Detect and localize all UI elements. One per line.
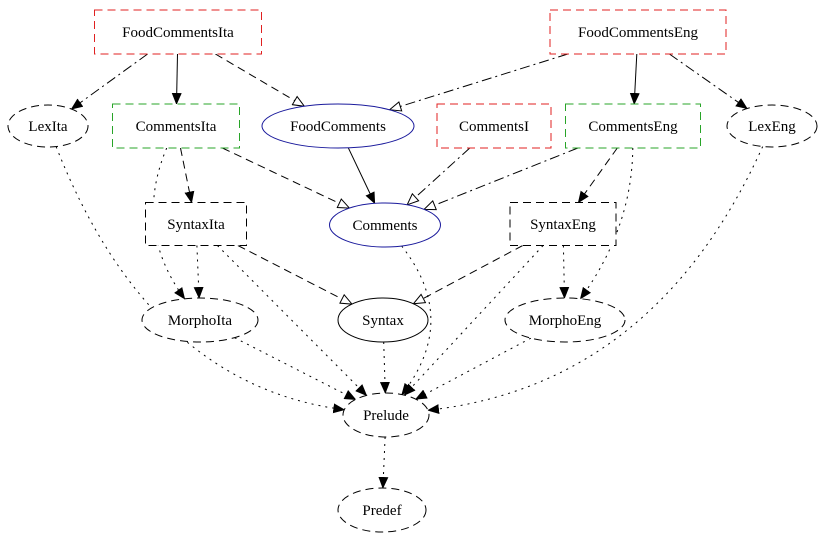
- node-label-Syntax: Syntax: [362, 313, 404, 329]
- node-shape-SyntaxEng: [509, 202, 617, 246]
- node-label-FoodComments: FoodComments: [290, 119, 386, 135]
- edge-MorphoIta-Prelude: [234, 337, 357, 400]
- node-shape-Syntax: [337, 297, 429, 343]
- edge-CommentsEng-Comments: [424, 147, 579, 209]
- node-shape-LexIta: [7, 104, 89, 148]
- node-label-CommentsIta: CommentsIta: [136, 119, 217, 135]
- node-MorphoIta: MorphoIta: [141, 297, 259, 343]
- node-label-MorphoIta: MorphoIta: [168, 313, 232, 329]
- node-shape-FoodCommentsIta: [94, 9, 262, 55]
- node-Comments: Comments: [329, 202, 441, 248]
- node-FoodCommentsIta: FoodCommentsIta: [94, 9, 262, 55]
- node-shape-FoodComments: [261, 103, 415, 149]
- node-shape-LexEng: [726, 104, 818, 148]
- node-label-FoodCommentsIta: FoodCommentsIta: [122, 25, 234, 41]
- edges-layer: [55, 53, 764, 489]
- edge-FoodCommentsEng-CommentsEng: [629, 53, 640, 105]
- node-LexEng: LexEng: [726, 104, 818, 148]
- node-CommentsI: CommentsI: [436, 103, 552, 149]
- node-MorphoEng: MorphoEng: [504, 297, 626, 343]
- edge-LexEng-Prelude: [427, 146, 764, 415]
- edge-SyntaxIta-Syntax: [237, 245, 352, 305]
- edge-SyntaxIta-Prelude: [217, 245, 368, 397]
- edge-SyntaxEng-MorphoEng: [559, 245, 570, 299]
- node-label-LexIta: LexIta: [28, 119, 67, 135]
- node-shape-FoodCommentsEng: [549, 9, 727, 55]
- node-label-LexEng: LexEng: [748, 119, 796, 135]
- node-SyntaxEng: SyntaxEng: [509, 202, 617, 246]
- edge-FoodCommentsIta-CommentsIta: [171, 53, 182, 105]
- node-Predef: Predef: [337, 487, 427, 533]
- node-label-SyntaxEng: SyntaxEng: [530, 217, 596, 233]
- node-shape-SyntaxIta: [145, 202, 247, 246]
- node-Prelude: Prelude: [342, 392, 430, 438]
- edge-FoodCommentsEng-LexEng: [669, 53, 748, 110]
- node-label-CommentsI: CommentsI: [459, 119, 529, 135]
- edge-FoodCommentsIta-FoodComments: [215, 53, 304, 106]
- edge-CommentsIta-Comments: [222, 147, 349, 208]
- edge-CommentsEng-SyntaxEng: [577, 147, 618, 204]
- edge-Syntax-Prelude: [379, 341, 390, 394]
- node-label-Prelude: Prelude: [363, 408, 409, 424]
- node-CommentsIta: CommentsIta: [112, 103, 240, 149]
- node-Syntax: Syntax: [337, 297, 429, 343]
- edge-CommentsI-Comments: [407, 147, 471, 205]
- node-SyntaxIta: SyntaxIta: [145, 202, 247, 246]
- edge-FoodComments-Comments: [347, 147, 376, 205]
- node-FoodCommentsEng: FoodCommentsEng: [549, 9, 727, 55]
- edge-MorphoEng-Prelude: [414, 337, 532, 400]
- node-shape-MorphoEng: [504, 297, 626, 343]
- edge-FoodCommentsEng-FoodComments: [390, 53, 568, 110]
- edge-Comments-Prelude: [401, 245, 432, 396]
- node-shape-CommentsIta: [112, 103, 240, 149]
- node-shape-Predef: [337, 487, 427, 533]
- node-label-SyntaxIta: SyntaxIta: [167, 217, 225, 233]
- edge-CommentsIta-SyntaxIta: [180, 147, 195, 204]
- node-shape-MorphoIta: [141, 297, 259, 343]
- node-FoodComments: FoodComments: [261, 103, 415, 149]
- node-shape-CommentsI: [436, 103, 552, 149]
- node-shape-CommentsEng: [565, 103, 701, 149]
- edge-SyntaxIta-MorphoIta: [193, 245, 204, 299]
- node-label-MorphoEng: MorphoEng: [529, 313, 602, 329]
- edge-Prelude-Predef: [378, 436, 389, 489]
- node-label-CommentsEng: CommentsEng: [588, 119, 678, 135]
- node-shape-Prelude: [342, 392, 430, 438]
- node-LexIta: LexIta: [7, 104, 89, 148]
- node-shape-Comments: [329, 202, 441, 248]
- edge-SyntaxEng-Syntax: [413, 245, 523, 304]
- node-label-Comments: Comments: [352, 218, 417, 234]
- edge-FoodCommentsIta-LexIta: [70, 53, 148, 110]
- node-label-Predef: Predef: [362, 503, 401, 519]
- node-label-FoodCommentsEng: FoodCommentsEng: [578, 25, 699, 41]
- node-CommentsEng: CommentsEng: [565, 103, 701, 149]
